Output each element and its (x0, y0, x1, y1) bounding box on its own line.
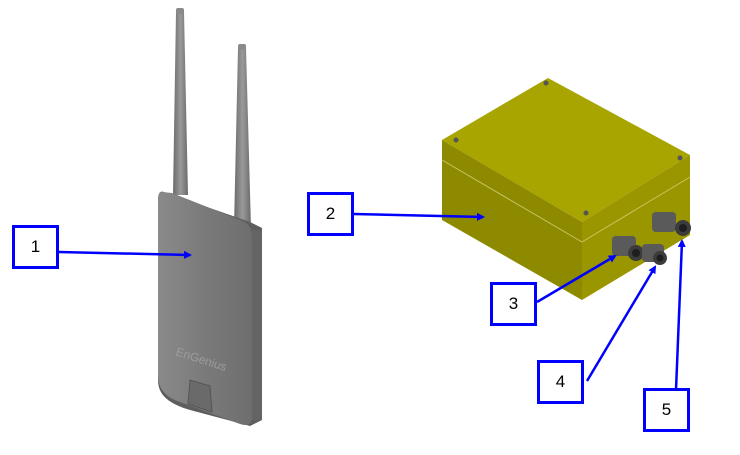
callout-label: 2 (325, 204, 336, 223)
cable-gland-left (612, 236, 644, 261)
enclosure-box (441, 78, 691, 300)
callout-4: 4 (537, 360, 584, 404)
callout-3: 3 (490, 282, 537, 326)
arrow-1 (58, 250, 192, 259)
callout-label: 1 (30, 237, 41, 256)
arrow-2 (353, 212, 485, 221)
arrow-4 (585, 265, 657, 382)
callout-2: 2 (307, 192, 354, 236)
callout-label: 4 (555, 372, 566, 391)
cable-gland-middle (642, 244, 667, 265)
arrow-3 (536, 254, 617, 304)
callout-5: 5 (643, 388, 690, 432)
antenna-right (234, 44, 251, 228)
callout-label: 5 (661, 400, 672, 419)
access-point: EnGenius (158, 8, 262, 426)
callout-1: 1 (12, 225, 59, 269)
cable-gland-right (652, 212, 691, 236)
callout-label: 3 (508, 294, 519, 313)
arrow-5 (674, 239, 686, 391)
antenna-left (173, 8, 188, 195)
